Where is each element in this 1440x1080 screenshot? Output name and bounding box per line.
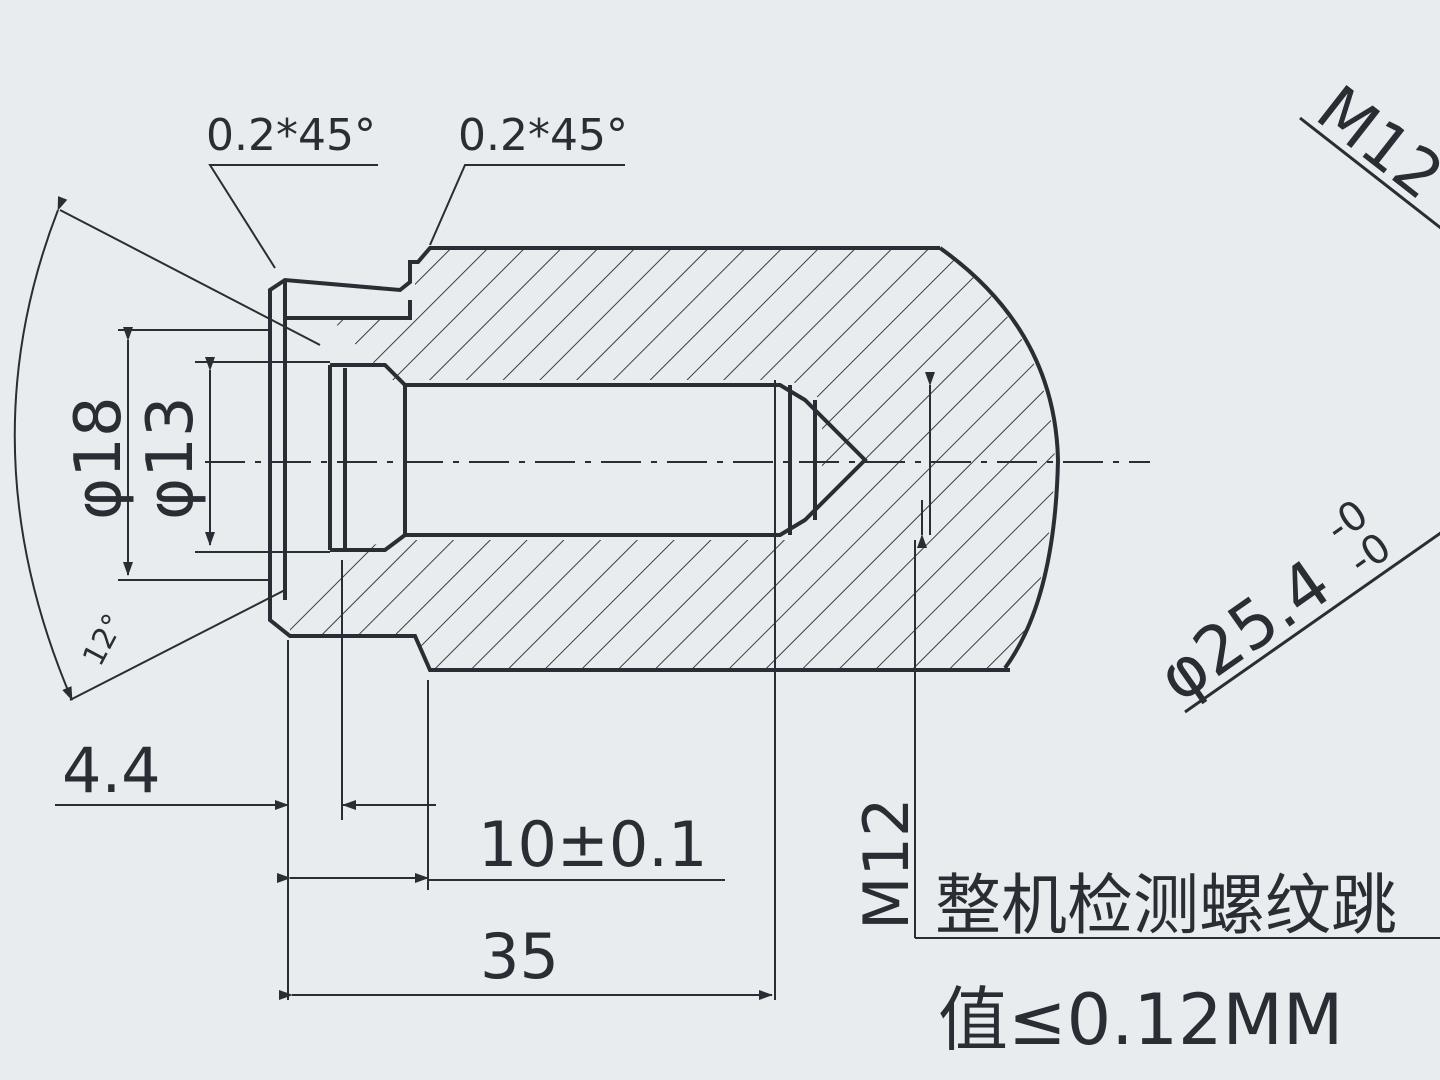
chamfer-right-label: 0.2*45° — [458, 110, 628, 161]
dia-254-label: φ25.4 — [1144, 545, 1344, 717]
dim-4-4-label: 4.4 — [62, 734, 161, 807]
dim-10-label: 10±0.1 — [478, 808, 707, 881]
angle-label: 12° — [76, 608, 132, 671]
chamfer-leaders — [208, 164, 625, 269]
note-line-1: 整机检测螺纹跳 — [935, 867, 1397, 944]
angle-dimension — [13, 196, 321, 701]
thread-top-label: M12 — [1303, 72, 1440, 214]
diameter-dims — [118, 327, 330, 581]
note-line-2: 值≤0.12MM — [938, 979, 1343, 1061]
chamfer-left-label: 0.2*45° — [206, 110, 376, 161]
lower-wall-section — [290, 460, 1055, 668]
thread-side-dim — [914, 372, 1440, 939]
dia-18-label: φ18 — [62, 396, 136, 520]
dia-13-label: φ13 — [134, 396, 208, 520]
length-dims — [55, 380, 776, 1000]
dim-35-label: 35 — [480, 920, 559, 993]
thread-side-label: M12 — [850, 798, 923, 930]
upper-wall-section — [330, 250, 1055, 460]
